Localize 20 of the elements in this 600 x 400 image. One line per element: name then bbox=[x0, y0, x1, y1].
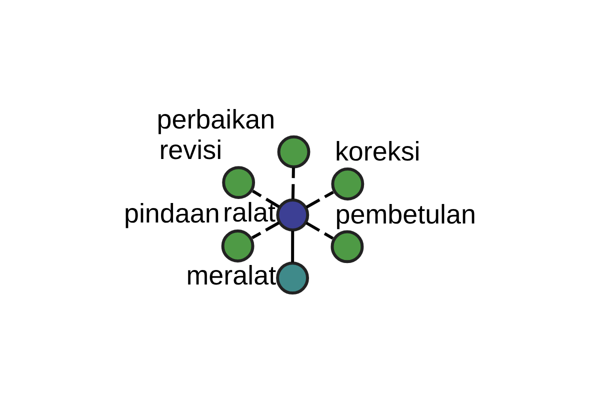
connector bbox=[291, 168, 295, 200]
node-label: meralat bbox=[186, 260, 276, 291]
node-label: perbaikan bbox=[156, 104, 276, 135]
node-label: pindaan bbox=[124, 198, 220, 229]
connector bbox=[306, 222, 334, 240]
node-circle bbox=[221, 230, 254, 262]
node-label: koreksi bbox=[334, 136, 420, 167]
node-circle bbox=[222, 166, 256, 200]
node-circle bbox=[276, 262, 310, 295]
node-label: pembetulan bbox=[335, 199, 476, 230]
node-label: revisi bbox=[159, 135, 222, 166]
node-circle bbox=[331, 168, 364, 200]
node-circle bbox=[276, 198, 310, 232]
connector bbox=[251, 222, 280, 240]
node-circle bbox=[277, 135, 310, 168]
connector bbox=[291, 230, 294, 262]
node-label: ralat bbox=[223, 198, 276, 228]
connector bbox=[306, 190, 334, 208]
node-circle bbox=[330, 230, 364, 264]
connector bbox=[252, 190, 280, 208]
